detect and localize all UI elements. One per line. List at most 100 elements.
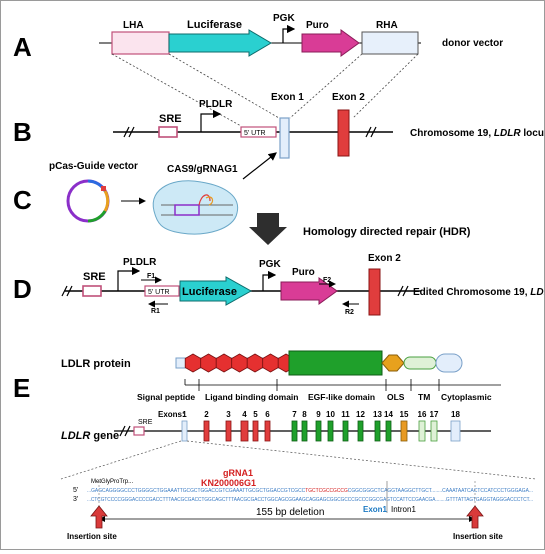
exon-block — [450, 420, 461, 442]
lha-box — [111, 31, 170, 55]
exon-block — [418, 420, 426, 442]
ols-domain-shape — [381, 354, 405, 372]
exon-number: 16 — [418, 410, 427, 419]
exon-block — [252, 420, 259, 442]
rha-label: RHA — [376, 20, 398, 31]
luciferase-arrow — [179, 276, 253, 306]
panel-c-letter: C — [13, 185, 32, 215]
break-icon-right — [365, 126, 377, 138]
ligand-repeat-hexagon — [262, 353, 279, 373]
up-arrow-icon — [466, 505, 484, 529]
exon-block — [181, 420, 188, 442]
sre-box — [158, 126, 178, 138]
ldlr-gene-label: LDLR gene — [61, 430, 119, 442]
rha-projection-left — [289, 53, 363, 119]
luciferase-label: Luciferase — [187, 19, 242, 31]
exon-block — [315, 420, 322, 442]
seq-bottom-prefix: 3' — [73, 496, 78, 503]
utr-box — [240, 126, 277, 138]
exon2-label: Exon 2 — [368, 253, 401, 264]
tm-domain-shape — [403, 356, 437, 370]
exon2-label: Exon 2 — [332, 92, 365, 103]
donor-vector-caption: donor vector — [442, 38, 503, 49]
pldlr-label: PLDLR — [199, 99, 233, 110]
egf-domain-block — [288, 350, 383, 376]
hdr-label: Homology directed repair (HDR) — [303, 226, 471, 238]
exon-number: 1 — [182, 410, 187, 419]
chr19-caption: Chromosome 19, LDLR locus — [410, 128, 544, 139]
break-icon-gene — [119, 425, 131, 437]
exon-number: 2 — [204, 410, 209, 419]
pldlr-label: PLDLR — [123, 257, 157, 268]
hdr-step: Homology directed repair (HDR) — [249, 213, 471, 245]
deletion-annotation: 155 bp deletion Insertion site Insertion… — [67, 481, 503, 541]
exon-number: 12 — [356, 410, 365, 419]
pgk-label: PGK — [273, 13, 295, 24]
panel-a-letter: A — [13, 32, 32, 62]
edited-chr19-caption: Edited Chromosome 19, LDLR locus — [413, 287, 544, 298]
exon-block — [301, 420, 308, 442]
lha-label: LHA — [123, 20, 144, 31]
puro-arrow — [301, 29, 360, 57]
exon1-label: Exon 1 — [271, 92, 304, 103]
break-icon-right — [397, 285, 409, 297]
luciferase-label: Luciferase — [182, 286, 237, 298]
exon-number: 11 — [341, 410, 350, 419]
exon2-block — [368, 268, 381, 316]
zoom-projection-right — [186, 440, 537, 480]
domain-label-tm: TM — [418, 392, 430, 402]
r1-label: R1 — [151, 308, 160, 315]
puro-label: Puro — [292, 267, 315, 278]
plasmid-circle-icon — [66, 179, 110, 223]
exon-number: 6 — [265, 410, 270, 419]
exon1-block — [279, 117, 290, 159]
seq-bottom-strand: ...CTCGTCCCCGGGACCCCGACCTTTAACGCGACCTGGC… — [87, 497, 533, 503]
r2-label: R2 — [345, 309, 354, 316]
seq-top-prefix: 5' — [73, 487, 78, 494]
down-arrow-icon — [249, 213, 287, 245]
exon-number: 10 — [326, 410, 335, 419]
lha-projection-left — [111, 53, 242, 127]
exon-number: 9 — [316, 410, 321, 419]
gene-sre-box — [133, 426, 145, 436]
ligand-repeat-hexagon — [215, 353, 233, 373]
exon-block — [291, 420, 298, 442]
gene-sre-label: SRE — [138, 419, 153, 426]
exon-number: 15 — [400, 410, 409, 419]
panel-e: E LDLR protein Signal peptide L — [13, 350, 537, 541]
exon-block — [240, 420, 249, 442]
exons-label: Exons: — [158, 410, 185, 419]
insertion-site-left-label: Insertion site — [67, 532, 117, 541]
seq-top-strand: ...GAGCAGGGGCCCTGGGGCTGGAAATTGCGCTGGACCG… — [87, 488, 533, 494]
panel-c: C pCas-Guide vector CAS9/gRNAG1 — [13, 152, 277, 235]
pgk-promoter-icon — [282, 24, 296, 43]
pgk-label: PGK — [259, 259, 281, 270]
exon-number: 7 — [292, 410, 297, 419]
cas9-complex-icon — [152, 180, 239, 235]
ligand-repeat-hexagon — [200, 353, 217, 373]
exon-number: 17 — [430, 410, 439, 419]
luciferase-arrow — [168, 29, 272, 57]
exon-number: 4 — [242, 410, 247, 419]
panel-d-letter: D — [13, 274, 32, 304]
domain-label-ols: OLS — [387, 392, 405, 402]
sre-label: SRE — [159, 113, 182, 125]
domain-label-egf: EGF-like domain — [308, 392, 375, 402]
exon-block — [264, 420, 271, 442]
utr-label: 5' UTR — [244, 130, 266, 137]
exon-number: 3 — [226, 410, 231, 419]
pgk-promoter-icon — [262, 270, 277, 291]
break-icon-left — [61, 285, 73, 297]
zoom-projection-left — [60, 440, 182, 480]
exon-block — [430, 420, 438, 442]
exon-block — [385, 420, 392, 442]
c-target-arrow — [242, 152, 277, 180]
exon-number: 8 — [302, 410, 307, 419]
sre-box — [82, 285, 102, 297]
exon-block — [203, 420, 210, 442]
pcas-vector-label: pCas-Guide vector — [49, 161, 138, 172]
cytoplasmic-domain-shape — [435, 353, 463, 373]
